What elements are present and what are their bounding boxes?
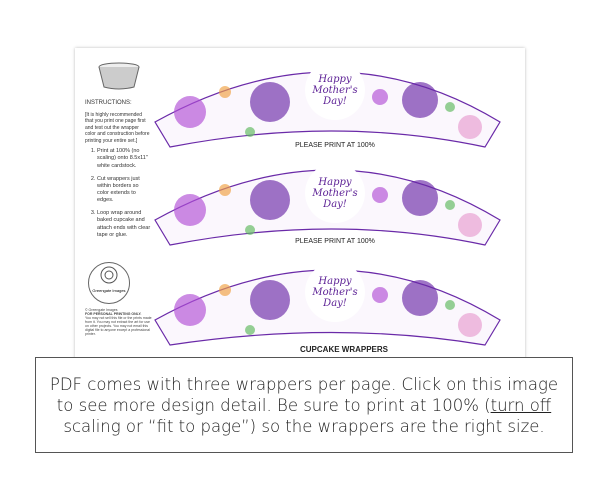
flower-shape [174,96,206,128]
flower-shape [458,313,482,337]
flower-shape [372,89,388,105]
caption-underlined: turn off [490,395,552,415]
flower-shape [250,280,290,320]
flower-shape [402,82,438,118]
flower-shape [245,127,255,137]
copyright: © Greengate Images [85,308,118,312]
legal-body: You may not sell this file or the prints… [85,316,152,336]
caption-part: scaling or “fit to page”) so the wrapper… [63,416,545,436]
wrapper-title-badge: Happy Mother's Day! [305,60,365,120]
legal-heading: FOR PERSONAL PRINTING ONLY. [85,312,142,316]
flower-shape [458,213,482,237]
flower-shape [458,115,482,139]
flower-shape [402,280,438,316]
print-note: PLEASE PRINT AT 100% [295,142,375,149]
flower-shape [250,180,290,220]
flower-shape [174,194,206,226]
flower-shape [219,184,231,196]
cupcake-wrapper-illustration [98,62,140,90]
legal-text: © Greengate Images FOR PERSONAL PRINTING… [85,308,153,336]
instructions-panel: INSTRUCTIONS: [It is highly recommended … [85,60,151,245]
step: Cut wrappers just within borders so colo… [97,176,151,205]
info-caption: PDF comes with three wrappers per page. … [35,357,573,453]
flower-shape [445,200,455,210]
step: Loop wrap around baked cupcake and attac… [97,210,151,239]
flower-shape [219,86,231,98]
caption-text: PDF comes with three wrappers per page. … [42,374,566,437]
flower-shape [250,82,290,122]
step: Print at 100% (no scaling) onto 8.5x11" … [97,148,151,169]
flower-shape [372,287,388,303]
logo-text: Greengate Images [92,288,126,293]
print-note: PLEASE PRINT AT 100% [295,238,375,245]
footer-title: CUPCAKE WRAPPERS [300,345,389,354]
caption-part: PDF comes with three wrappers per page. … [49,374,559,415]
flower-shape [402,180,438,216]
flower-shape [372,187,388,203]
wrapper-title-badge: Happy Mother's Day! [305,262,365,322]
flower-shape [245,325,255,335]
flower-shape [445,102,455,112]
flower-shape [245,225,255,235]
flower-shape [219,284,231,296]
instructions-intro: [It is highly recommended that you print… [85,111,150,144]
flower-shape [174,294,206,326]
flower-shape [445,300,455,310]
greengate-logo: Greengate Images [88,262,130,304]
wrapper-title-badge: Happy Mother's Day! [305,163,365,223]
instructions-heading: INSTRUCTIONS: [85,100,132,106]
